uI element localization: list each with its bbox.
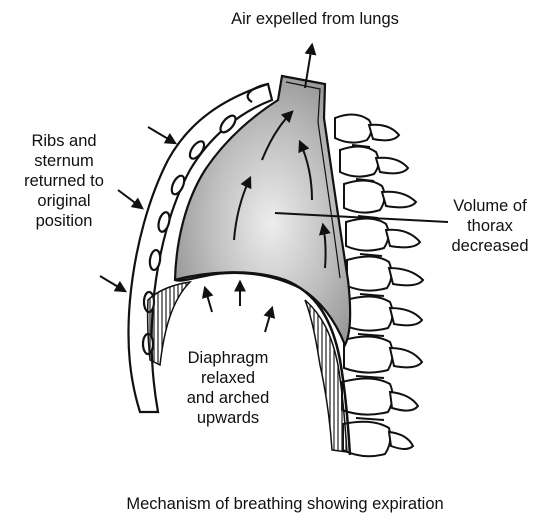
label-ribs-sternum: Ribs and sternum returned to original po…	[4, 131, 124, 231]
thoracic-cavity	[175, 76, 350, 345]
vertebra-1	[335, 114, 372, 142]
label-line: Diaphragm	[168, 348, 288, 368]
label-line: Ribs and	[4, 131, 124, 151]
label-line: relaxed	[168, 368, 288, 388]
rib-arrow-low	[100, 276, 125, 291]
label-line: returned to	[4, 171, 124, 191]
label-line: sternum	[4, 151, 124, 171]
label-line: and arched	[168, 388, 288, 408]
vertebra-5	[347, 256, 392, 290]
vertebra-6	[346, 296, 393, 330]
label-line: position	[4, 211, 124, 231]
vertebra-2	[340, 146, 379, 176]
label-line: thorax	[432, 216, 548, 236]
label-air-expelled: Air expelled from lungs	[190, 9, 440, 29]
label-line: Volume of	[432, 196, 548, 216]
vertebra-3	[344, 180, 385, 212]
label-line: upwards	[168, 408, 288, 428]
vertebra-4	[346, 218, 389, 250]
vertebra-8	[342, 378, 393, 414]
rib-arrow-top	[148, 127, 175, 143]
diaphragm-arrow-3	[265, 308, 272, 332]
label-diaphragm: Diaphragm relaxed and arched upwards	[168, 348, 288, 428]
vertebra-7	[344, 336, 393, 372]
diaphragm-arrow-1	[205, 288, 212, 312]
figure-caption: Mechanism of breathing showing expiratio…	[40, 494, 530, 514]
label-line: decreased	[432, 236, 548, 256]
label-volume-thorax: Volume of thorax decreased	[432, 196, 548, 256]
label-line: original	[4, 191, 124, 211]
